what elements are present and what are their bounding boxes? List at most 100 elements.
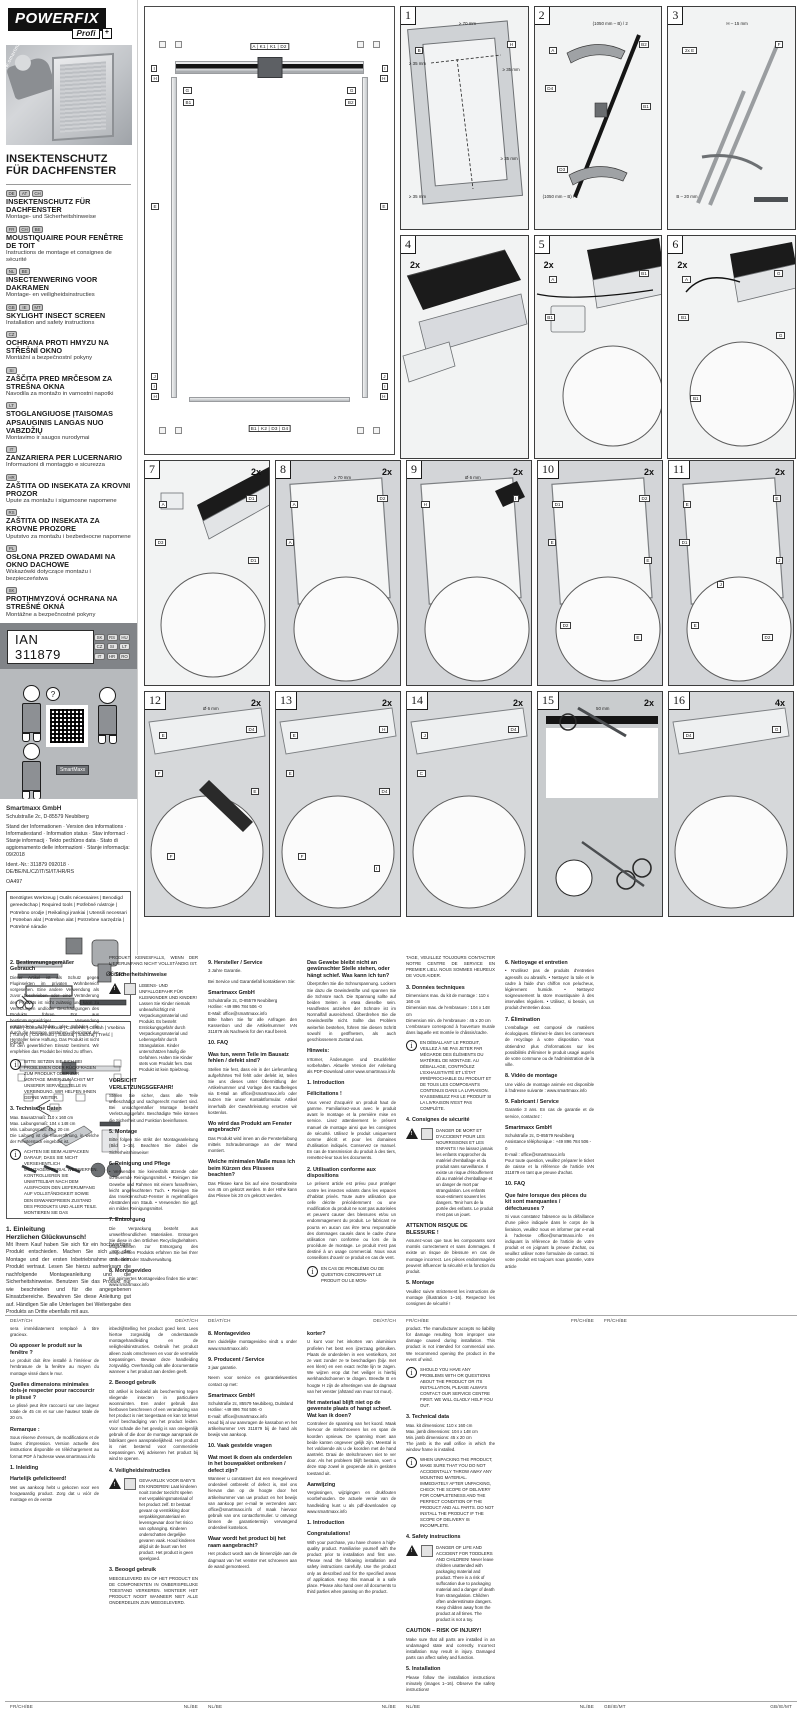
spec-line: Hotline: +49 896 784 506 -0 [208, 1407, 262, 1413]
language-title: OSŁONA PRZED OWADAMI NA OKNO DACHOWE [6, 551, 116, 570]
step-number-1: 1 [400, 7, 416, 25]
section-heading: 3. Technische Daten [10, 1106, 62, 1113]
step-part-tag: H [421, 501, 430, 508]
flag-row: SI [6, 366, 131, 374]
text-column-lower-5: product. The manufacturer accepts no lia… [401, 1326, 500, 1697]
step-part-tag: D2 [560, 622, 572, 629]
notice-block: DANGER OF LIFE AND ACCIDENT FOR TODDLERS… [406, 1544, 495, 1623]
section-heading: 7. Entsorgung [109, 1217, 146, 1224]
section-heading: CAUTION – RISK OF INJURY! [406, 1628, 482, 1635]
step-part-tag: E [290, 732, 299, 739]
spec-line: Max. jamb dimensions: 104 x 148 cm [406, 1428, 478, 1434]
brand-sub-lockup: Profi + [8, 27, 112, 39]
side-rail-right [362, 77, 368, 398]
parts-svg [17, 1059, 122, 1177]
language-subtitle: Montavimo ir saugos nurodymai [6, 434, 90, 441]
spec-line: Max. Laibungsmaß: 104 x 148 cm [10, 1120, 76, 1126]
step-part-tag: D1 [679, 539, 691, 546]
language-title: INSECTENWERING VOOR DAKRAMEN [6, 275, 98, 293]
child-hazard-icon [124, 1478, 136, 1491]
body-paragraph: Le plissé peut être raccourci sur une la… [10, 1403, 99, 1421]
step-part-tag: D4 [245, 726, 257, 733]
information-date: 09/2018 [6, 852, 25, 859]
step-part-tag: F [155, 770, 163, 777]
body-paragraph: Das Plissee kann bis auf eine Gesamtbrei… [208, 1180, 297, 1199]
country-flag-icon: AT [19, 190, 30, 198]
screw-marker [159, 427, 166, 434]
flag-row: HR [6, 473, 131, 481]
warning-triangle-icon [406, 1544, 418, 1556]
body-paragraph: L'emballage est composé de matières écol… [505, 1025, 594, 1067]
required-tools-caption: Benötigtes Werkzeug | Outils nécessaires… [10, 896, 127, 930]
screw-marker [373, 41, 380, 48]
information-status: Stand der Informationen · Version des in… [6, 824, 130, 852]
step-part-tag: J [421, 732, 429, 739]
intro-heading: 1. Einleitung [6, 1225, 46, 1233]
step-dimension-label: 50 mm [596, 706, 610, 711]
country-flag-icon: RO [119, 652, 130, 660]
step-illustration-16 [669, 692, 793, 916]
step-part-tag: D1 [247, 557, 259, 564]
body-paragraph: Het product wordt aan de binnenzijde aan… [208, 1551, 297, 1569]
spec-line: E-Mail: office@smartmaxx.info [208, 1010, 267, 1016]
step-part-tag: H [507, 41, 516, 48]
section-heading: Welche minimalen Maße muss ich beim Kürz… [208, 1159, 296, 1179]
step-number-13: 13 [276, 692, 297, 710]
diagram-top-label: A | K1 | K1 | D2 [249, 43, 290, 50]
language-code-label: DE/AT/CH [373, 1317, 396, 1323]
body-paragraph: Une vidéo de montage animée est disponib… [505, 1081, 594, 1093]
step-illustration-10 [538, 461, 662, 685]
body-paragraph: • Verwenden Sie keinesfalls ätzende oder… [109, 1169, 198, 1212]
instruction-sheet-top: POWERFIX Profi + www.smartmaxx-service.c… [0, 0, 802, 955]
page-title-line2: FÜR DACHFENSTER [6, 165, 117, 178]
section-heading: Quelles dimensions minimales dois-je res… [10, 1381, 95, 1401]
step-number-9: 9 [407, 461, 422, 479]
step-number-3: 3 [668, 7, 684, 25]
warning-triangle-icon [406, 1127, 418, 1139]
section-heading: 1. Inleiding [10, 1464, 39, 1471]
step-dimension-label: B – 20 mm [676, 194, 698, 199]
section-heading: 1. Introduction [307, 1519, 345, 1526]
body-paragraph: 3 jaar garantie. [208, 1365, 237, 1371]
step-dimension-label: H – 15 mm [726, 21, 748, 26]
step-part-tag: C [417, 770, 426, 777]
spec-line: Schulstraße 2c, 85579 Neubiberg, Duitsla… [208, 1401, 294, 1407]
step-dimension-label: ≥ 70 mm [334, 475, 352, 480]
info-icon: i [10, 1059, 21, 1070]
section-heading: 6. Nettoyage et entretien [505, 960, 568, 966]
body-paragraph: Dit artikel is bedoeld als bescherming t… [109, 1388, 198, 1462]
body-paragraph: U kunt voor het inkorten van aluminium p… [307, 1339, 396, 1394]
section-heading: Hinweis: [307, 1048, 330, 1055]
screw-marker [175, 427, 182, 434]
diagram-tag-I2-right: I [381, 383, 388, 390]
info-icon: i [406, 1040, 417, 1052]
step-number-15: 15 [538, 692, 559, 710]
body-paragraph: Een duidelijke montagevideo vindt u onde… [208, 1339, 297, 1351]
section-heading: Hartelijk gefeliciteerd! [10, 1476, 67, 1483]
qr-code[interactable] [46, 705, 88, 748]
question-bubble-icon: ? [46, 687, 60, 702]
diagram-bottom-label: B1 | K2 | D3 | D4 [248, 425, 291, 432]
section-heading: 8. Montagevideo [208, 1330, 251, 1337]
body-paragraph: Veuillez suivre strictement les instruct… [406, 1288, 495, 1306]
step-illustration-2 [566, 34, 641, 198]
spec-line: Dimensions max. du kit de montage : 110 … [406, 993, 489, 1005]
spec-line: Dimension max. de l'embrasure : 104 x 14… [406, 1005, 490, 1017]
step-part-tag: B [415, 47, 424, 54]
brand-sub-text: Profi [72, 27, 100, 39]
spec-line: Max. kit dimensions: 110 x 160 cm [406, 1422, 473, 1428]
notice-block: LEBENS- UND UNFALLGEFAHR FÜR KLEINKINDER… [109, 982, 198, 1073]
